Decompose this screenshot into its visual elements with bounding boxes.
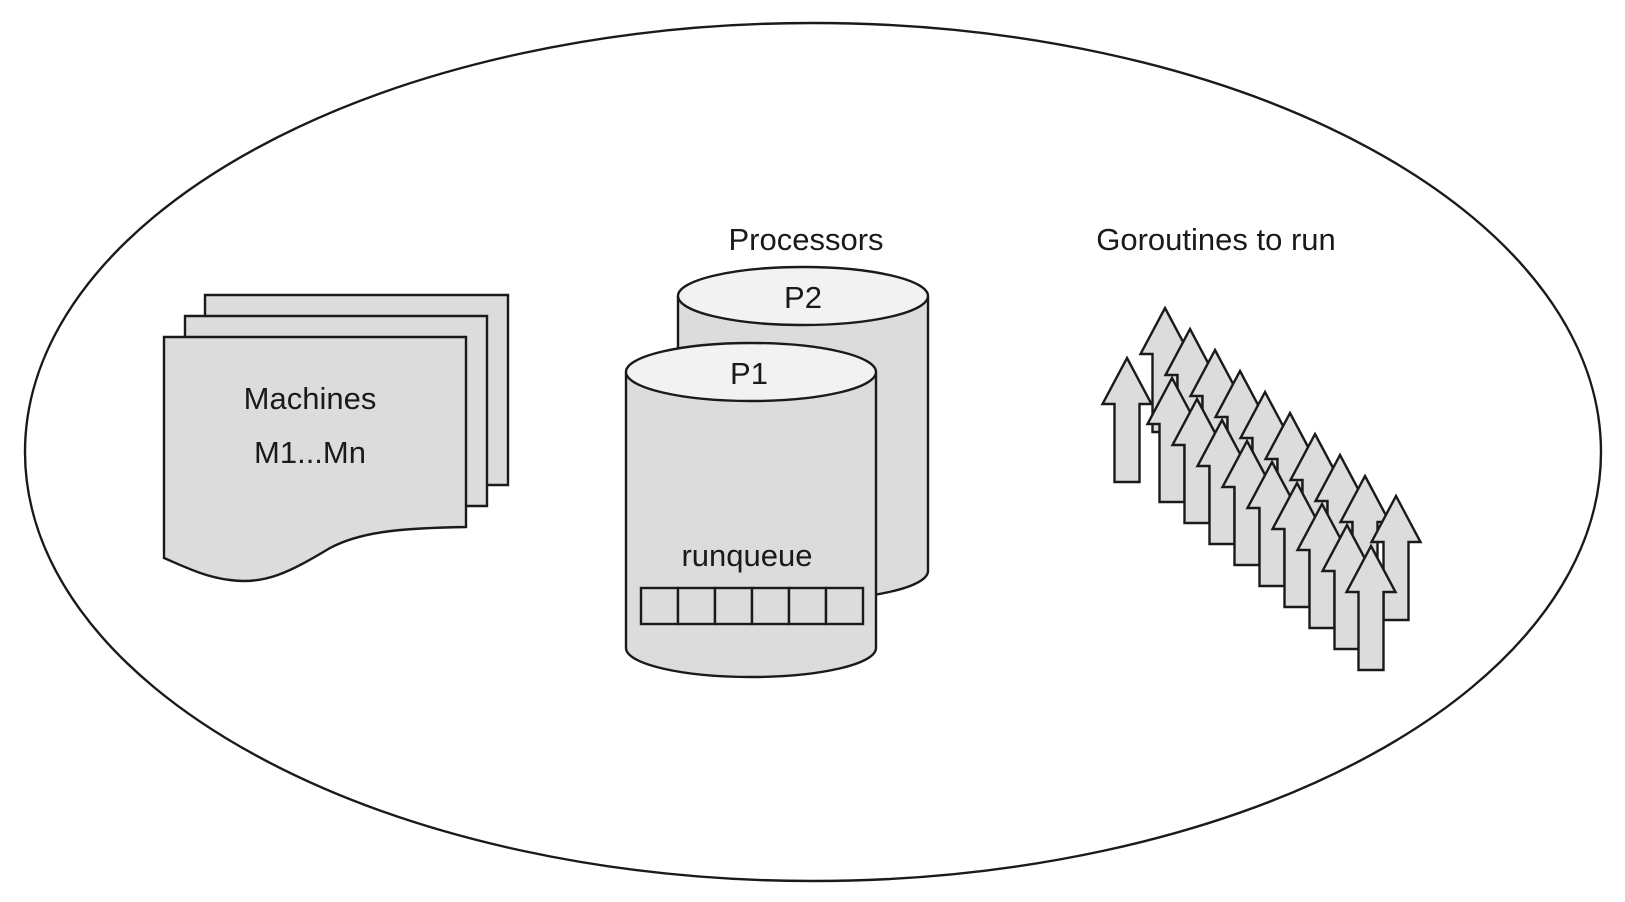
machines-label: Machines — [244, 381, 377, 416]
processor-p1-cylinder: P1 runqueue — [624, 341, 878, 679]
machines-range-label: M1...Mn — [254, 435, 366, 470]
processor-p1-label: P1 — [730, 356, 768, 391]
machine-sheet-front — [162, 335, 468, 583]
goroutine-arrows — [1100, 305, 1423, 672]
processor-p2-label: P2 — [784, 280, 822, 315]
runqueue-slot — [713, 586, 754, 626]
runqueue-slot — [787, 586, 828, 626]
goroutine-arrow-icon — [1344, 543, 1398, 672]
runqueue-label: runqueue — [681, 538, 812, 573]
runqueue-slot — [676, 586, 717, 626]
runqueue-slots — [639, 586, 865, 626]
machines-stack: Machines M1...Mn — [162, 293, 510, 583]
goroutines-title: Goroutines to run — [1096, 222, 1336, 257]
processors-title: Processors — [728, 222, 883, 257]
runqueue-slot — [824, 586, 865, 626]
runtime-boundary-ellipse — [23, 21, 1603, 883]
runqueue-slot — [750, 586, 791, 626]
goroutine-arrow-icon — [1100, 355, 1154, 484]
runqueue-slot — [639, 586, 680, 626]
